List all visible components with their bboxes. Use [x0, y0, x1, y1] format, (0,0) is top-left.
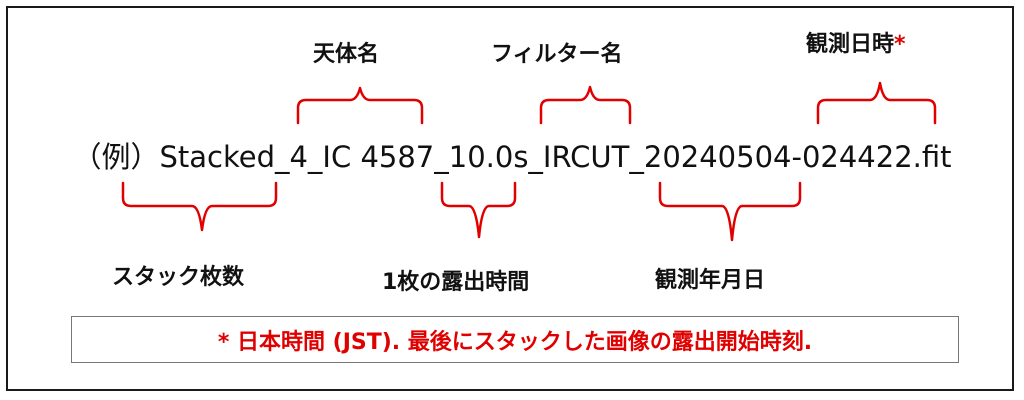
- brace-object-name: [296, 86, 424, 125]
- note-text: * 日本時間 (JST). 最後にスタックした画像の露出開始時刻.: [217, 329, 813, 355]
- asterisk-mark: *: [894, 32, 906, 57]
- brace-stack-count: [121, 181, 278, 232]
- label-filter-name: フィルター名: [491, 42, 623, 67]
- brace-exposure: [440, 181, 517, 239]
- label-obs-datetime: 観測日時*: [806, 32, 906, 57]
- brace-filter-name: [539, 85, 632, 125]
- label-obs-date: 観測年月日: [655, 268, 766, 293]
- label-exposure: 1枚の露出時間: [382, 270, 530, 295]
- label-object-name: 天体名: [313, 42, 380, 67]
- diagram-frame: [6, 6, 1014, 391]
- brace-obs-date: [658, 181, 802, 242]
- label-stack-count: スタック枚数: [112, 265, 245, 290]
- example-filename: （例）Stacked_4_IC 4587_10.0s_IRCUT_2024050…: [72, 140, 952, 174]
- note-box: * 日本時間 (JST). 最後にスタックした画像の露出開始時刻.: [71, 316, 959, 363]
- brace-obs-datetime: [816, 81, 937, 125]
